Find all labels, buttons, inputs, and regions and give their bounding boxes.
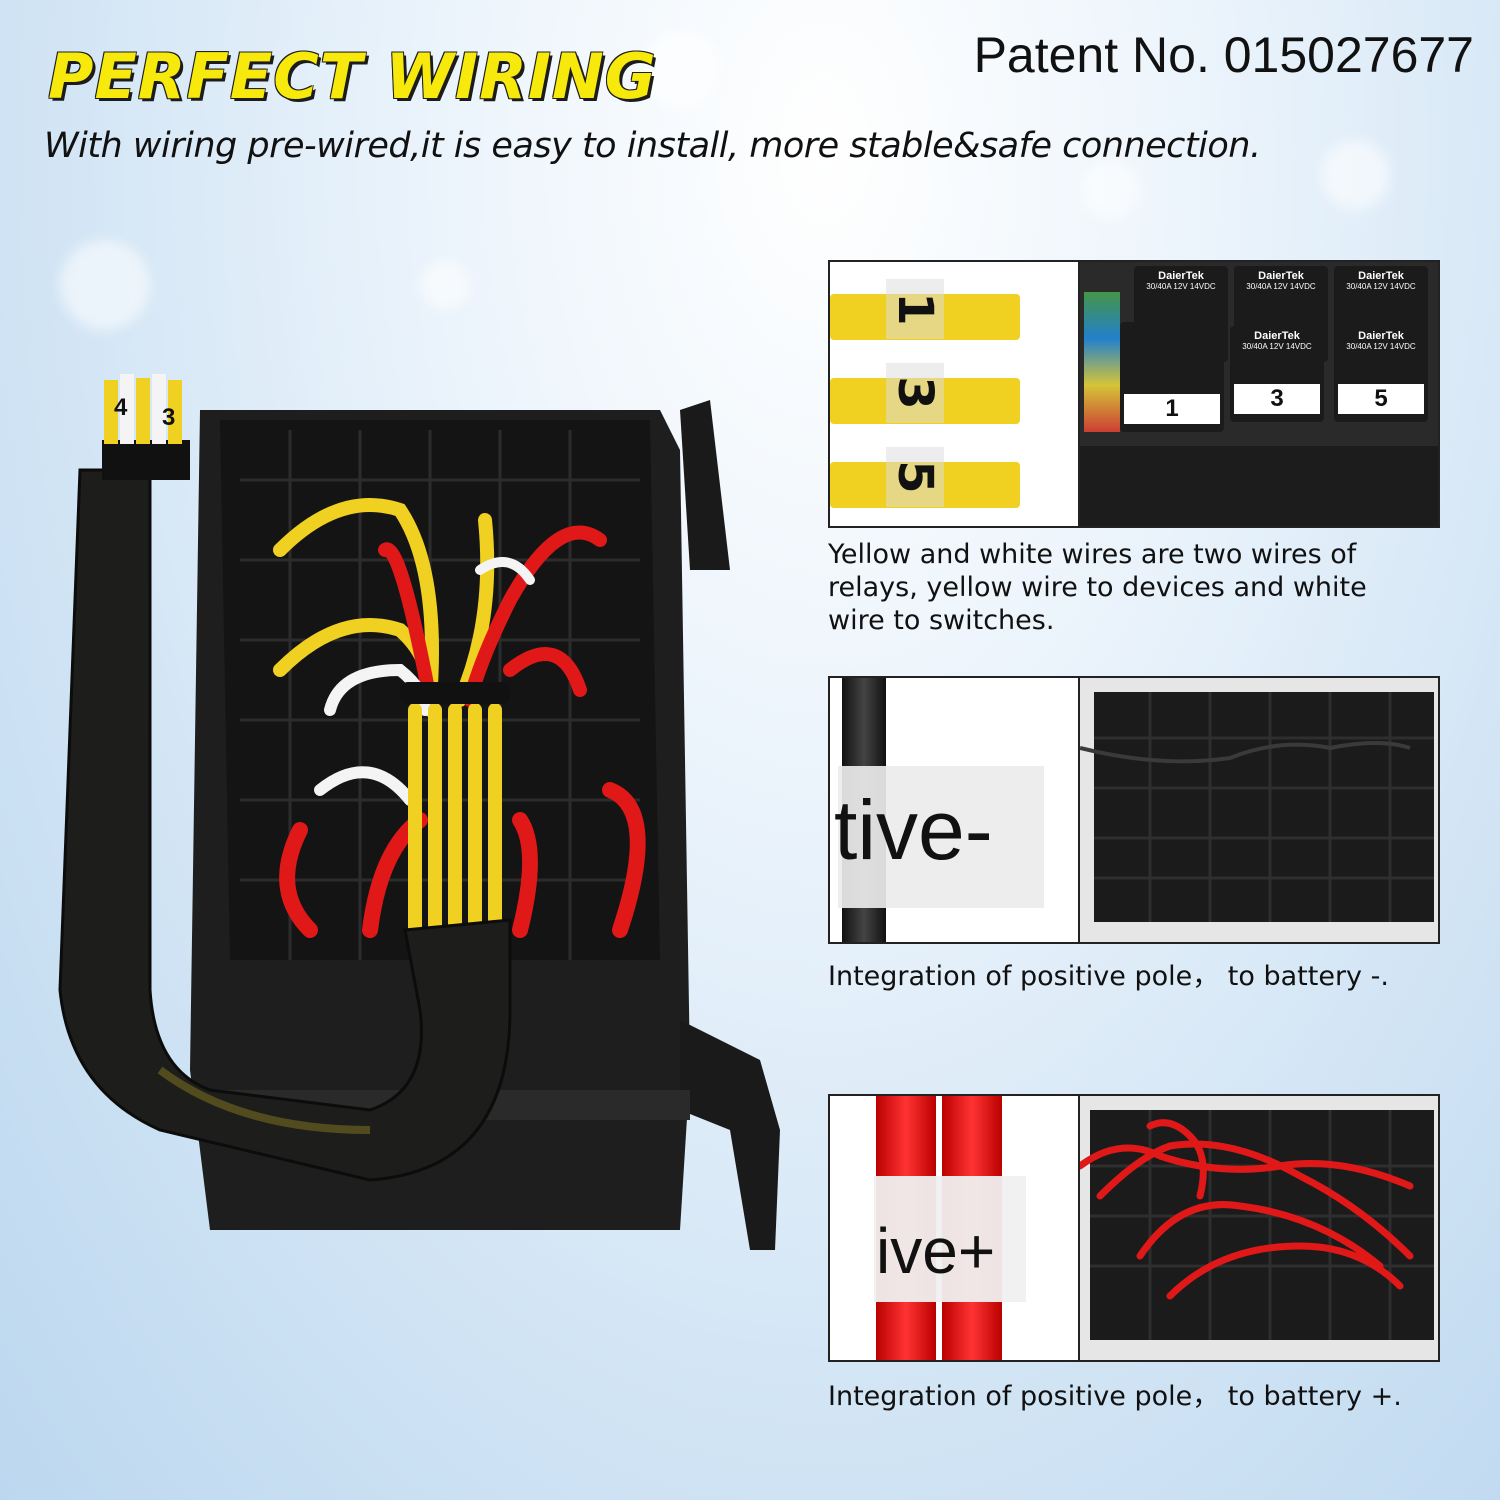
negative-wire-panel: tive-: [828, 676, 1440, 944]
fuse-relay-box-illustration: [58, 374, 780, 1250]
numbered-wire-tags: 1 3 5: [830, 262, 1080, 526]
patent-number: Patent No. 015027677: [973, 27, 1474, 83]
sleeve-text: tive-: [834, 783, 993, 877]
positive-sleeve-closeup: ive+: [830, 1096, 1080, 1360]
bokeh-light: [640, 30, 720, 110]
tag-number: 1: [886, 279, 944, 339]
tag-number: 3: [886, 363, 944, 423]
wiring-illustration: [1079, 692, 1434, 922]
wire-tag: 3: [830, 360, 1020, 424]
wire-ends: [104, 374, 182, 444]
relay: 1: [1120, 322, 1224, 432]
page-title: PERFECT WIRING: [48, 40, 657, 113]
relay-wires-caption: Yellow and white wires are two wires of …: [828, 539, 1367, 636]
bokeh-light: [420, 260, 470, 310]
wire-tag: 5: [830, 444, 1020, 508]
positive-wire-panel: ive+: [828, 1094, 1440, 1362]
relay: DaierTek 30/40A 12V 14VDC 5: [1334, 326, 1428, 422]
sleeve-text: ive+: [876, 1215, 996, 1287]
negative-sleeve-closeup: tive-: [830, 678, 1080, 942]
page-subtitle: With wiring pre-wired,it is easy to inst…: [44, 126, 1261, 166]
fuse-strip: [1084, 292, 1120, 432]
sleeve-label: [874, 1176, 1026, 1302]
positive-pole-caption: Integration of positive pole， to battery…: [828, 1381, 1402, 1412]
tag-number: 5: [886, 447, 944, 507]
relay-box-photo: DaierTek 30/40A 12V 14VDC DaierTek 30/40…: [1080, 262, 1438, 526]
relay-numbering-panel: 1 3 5 DaierTek 30/40A 12V 14VDC DaierTek…: [828, 260, 1440, 528]
braided-sleeve: [58, 440, 512, 1182]
negative-wiring-photo: [1079, 678, 1438, 942]
sleeve-label: [838, 766, 1044, 908]
bokeh-light: [1320, 140, 1390, 210]
wire-label-4: 4: [114, 394, 128, 421]
wire-bundle: [273, 498, 646, 938]
bokeh-light: [60, 240, 150, 330]
positive-wiring-photo: [1076, 1096, 1438, 1360]
relay: DaierTek 30/40A 12V 14VDC 3: [1230, 326, 1324, 422]
cable-tie: [400, 682, 510, 704]
wire-tag: 1: [830, 276, 1020, 340]
bokeh-light: [1080, 160, 1140, 220]
box-base: [1080, 446, 1438, 526]
negative-pole-caption: Integration of positive pole， to battery…: [828, 961, 1389, 992]
wire-label-3: 3: [162, 404, 176, 431]
wiring-illustration: [1076, 1110, 1434, 1340]
